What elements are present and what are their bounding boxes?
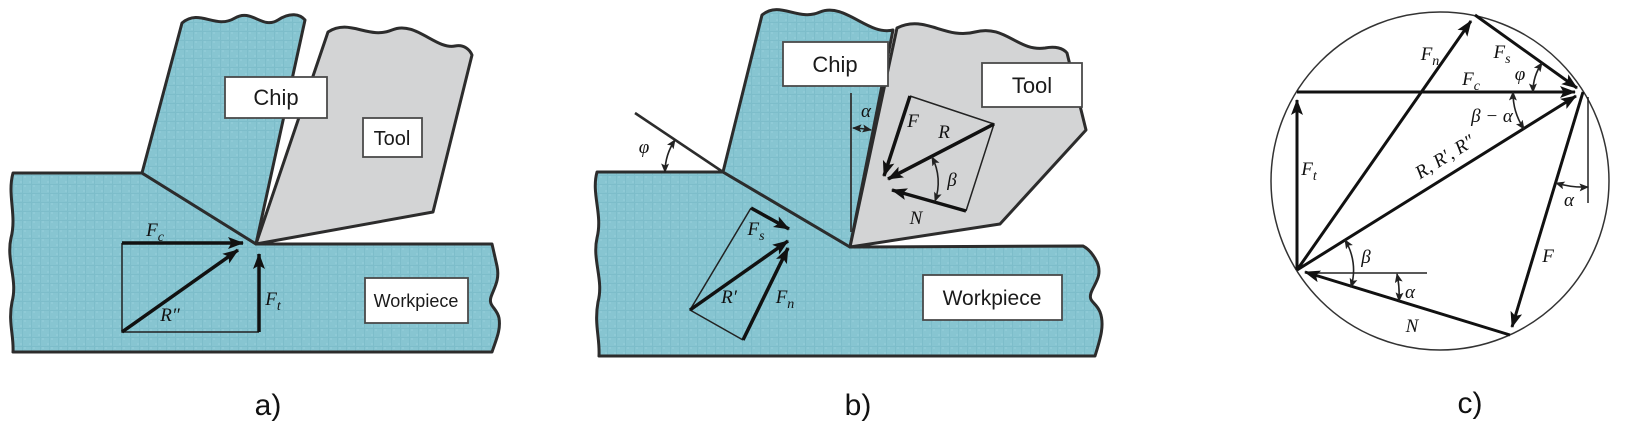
- workpiece-label-box: [364, 277, 469, 324]
- force-arrow-r2: [120, 248, 240, 334]
- shear-plane-extension-line: [634, 111, 724, 174]
- alpha-rake-arc: [1555, 181, 1589, 192]
- friction-angle-label: β: [946, 170, 957, 191]
- force-arrow-fs: [750, 206, 790, 231]
- alpha-bottom-arc: [1394, 273, 1404, 302]
- vector-fs: [1474, 13, 1578, 90]
- tool-label-box: [981, 62, 1083, 108]
- workpiece-label: Workpiece: [374, 291, 459, 311]
- label-fs: Fs: [1492, 42, 1511, 67]
- beta-minus-alpha-arc: [1508, 91, 1525, 130]
- force-label-f: F: [906, 111, 919, 132]
- label-beta: β: [1360, 247, 1371, 268]
- label-f: F: [1541, 246, 1554, 267]
- workpiece-label-box: [922, 274, 1063, 321]
- caption-b: b): [845, 389, 872, 422]
- friction-angle-arc: [931, 156, 942, 202]
- chip-label-box: [782, 41, 889, 87]
- label-phi: φ: [1515, 64, 1526, 85]
- label-fc: Fc: [1461, 69, 1481, 94]
- label-beta-minus-alpha: β − α: [1470, 106, 1514, 127]
- chip-shape: [140, 13, 307, 246]
- chip-label: Chip: [253, 85, 298, 110]
- force-label-fc: Fc: [145, 220, 165, 245]
- panel-a: Fc R″ Ft Chip Tool Workpiece a): [8, 13, 501, 422]
- tool-label: Tool: [1012, 73, 1052, 98]
- caption-c: c): [1458, 387, 1483, 420]
- force-circle: [1270, 11, 1610, 351]
- force-label-rp: R′: [720, 287, 738, 308]
- shear-angle-arc: [661, 139, 676, 173]
- force-label-r2: R″: [159, 305, 181, 326]
- label-n: N: [1405, 316, 1420, 337]
- force-label-fs: Fs: [746, 219, 765, 244]
- caption-a: a): [255, 389, 282, 422]
- tool-label-box: [362, 117, 423, 158]
- shear-angle-label: φ: [639, 137, 650, 158]
- vector-n: [1304, 270, 1511, 337]
- force-arrow-f: [882, 95, 912, 177]
- phi-angle-arc: [1528, 62, 1543, 93]
- beta-angle-arc: [1344, 239, 1358, 288]
- vector-fn: [1295, 20, 1473, 271]
- chip-label-box: [224, 76, 328, 119]
- vector-f: [1510, 91, 1585, 328]
- force-label-r: R: [937, 122, 950, 143]
- label-ft: Ft: [1300, 159, 1318, 184]
- workpiece-label: Workpiece: [943, 287, 1042, 310]
- label-alpha-bottom: α: [1405, 282, 1416, 303]
- force-arrow-n: [891, 188, 967, 213]
- rake-angle-label: α: [861, 101, 872, 122]
- force-label-ft: Ft: [264, 289, 282, 314]
- label-alpha-rake: α: [1564, 190, 1575, 211]
- force-arrow-r: [887, 122, 995, 181]
- chip-label: Chip: [812, 52, 857, 77]
- rake-angle-arc: [852, 124, 872, 133]
- panel-c: Fn Fs φ Fc β − α Ft R, R′, R″ α F β α N …: [1270, 11, 1610, 420]
- panel-b: φ α F R β N Fs R′ Fn Chip Tool Workpiece…: [593, 8, 1104, 422]
- label-fn: Fn: [1420, 44, 1440, 69]
- force-arrow-fn: [741, 247, 790, 341]
- force-arrow-rp: [688, 239, 790, 312]
- force-label-fn: Fn: [775, 287, 795, 312]
- vector-resultant: [1296, 94, 1577, 272]
- tool-label: Tool: [374, 128, 411, 150]
- force-label-n: N: [909, 208, 924, 229]
